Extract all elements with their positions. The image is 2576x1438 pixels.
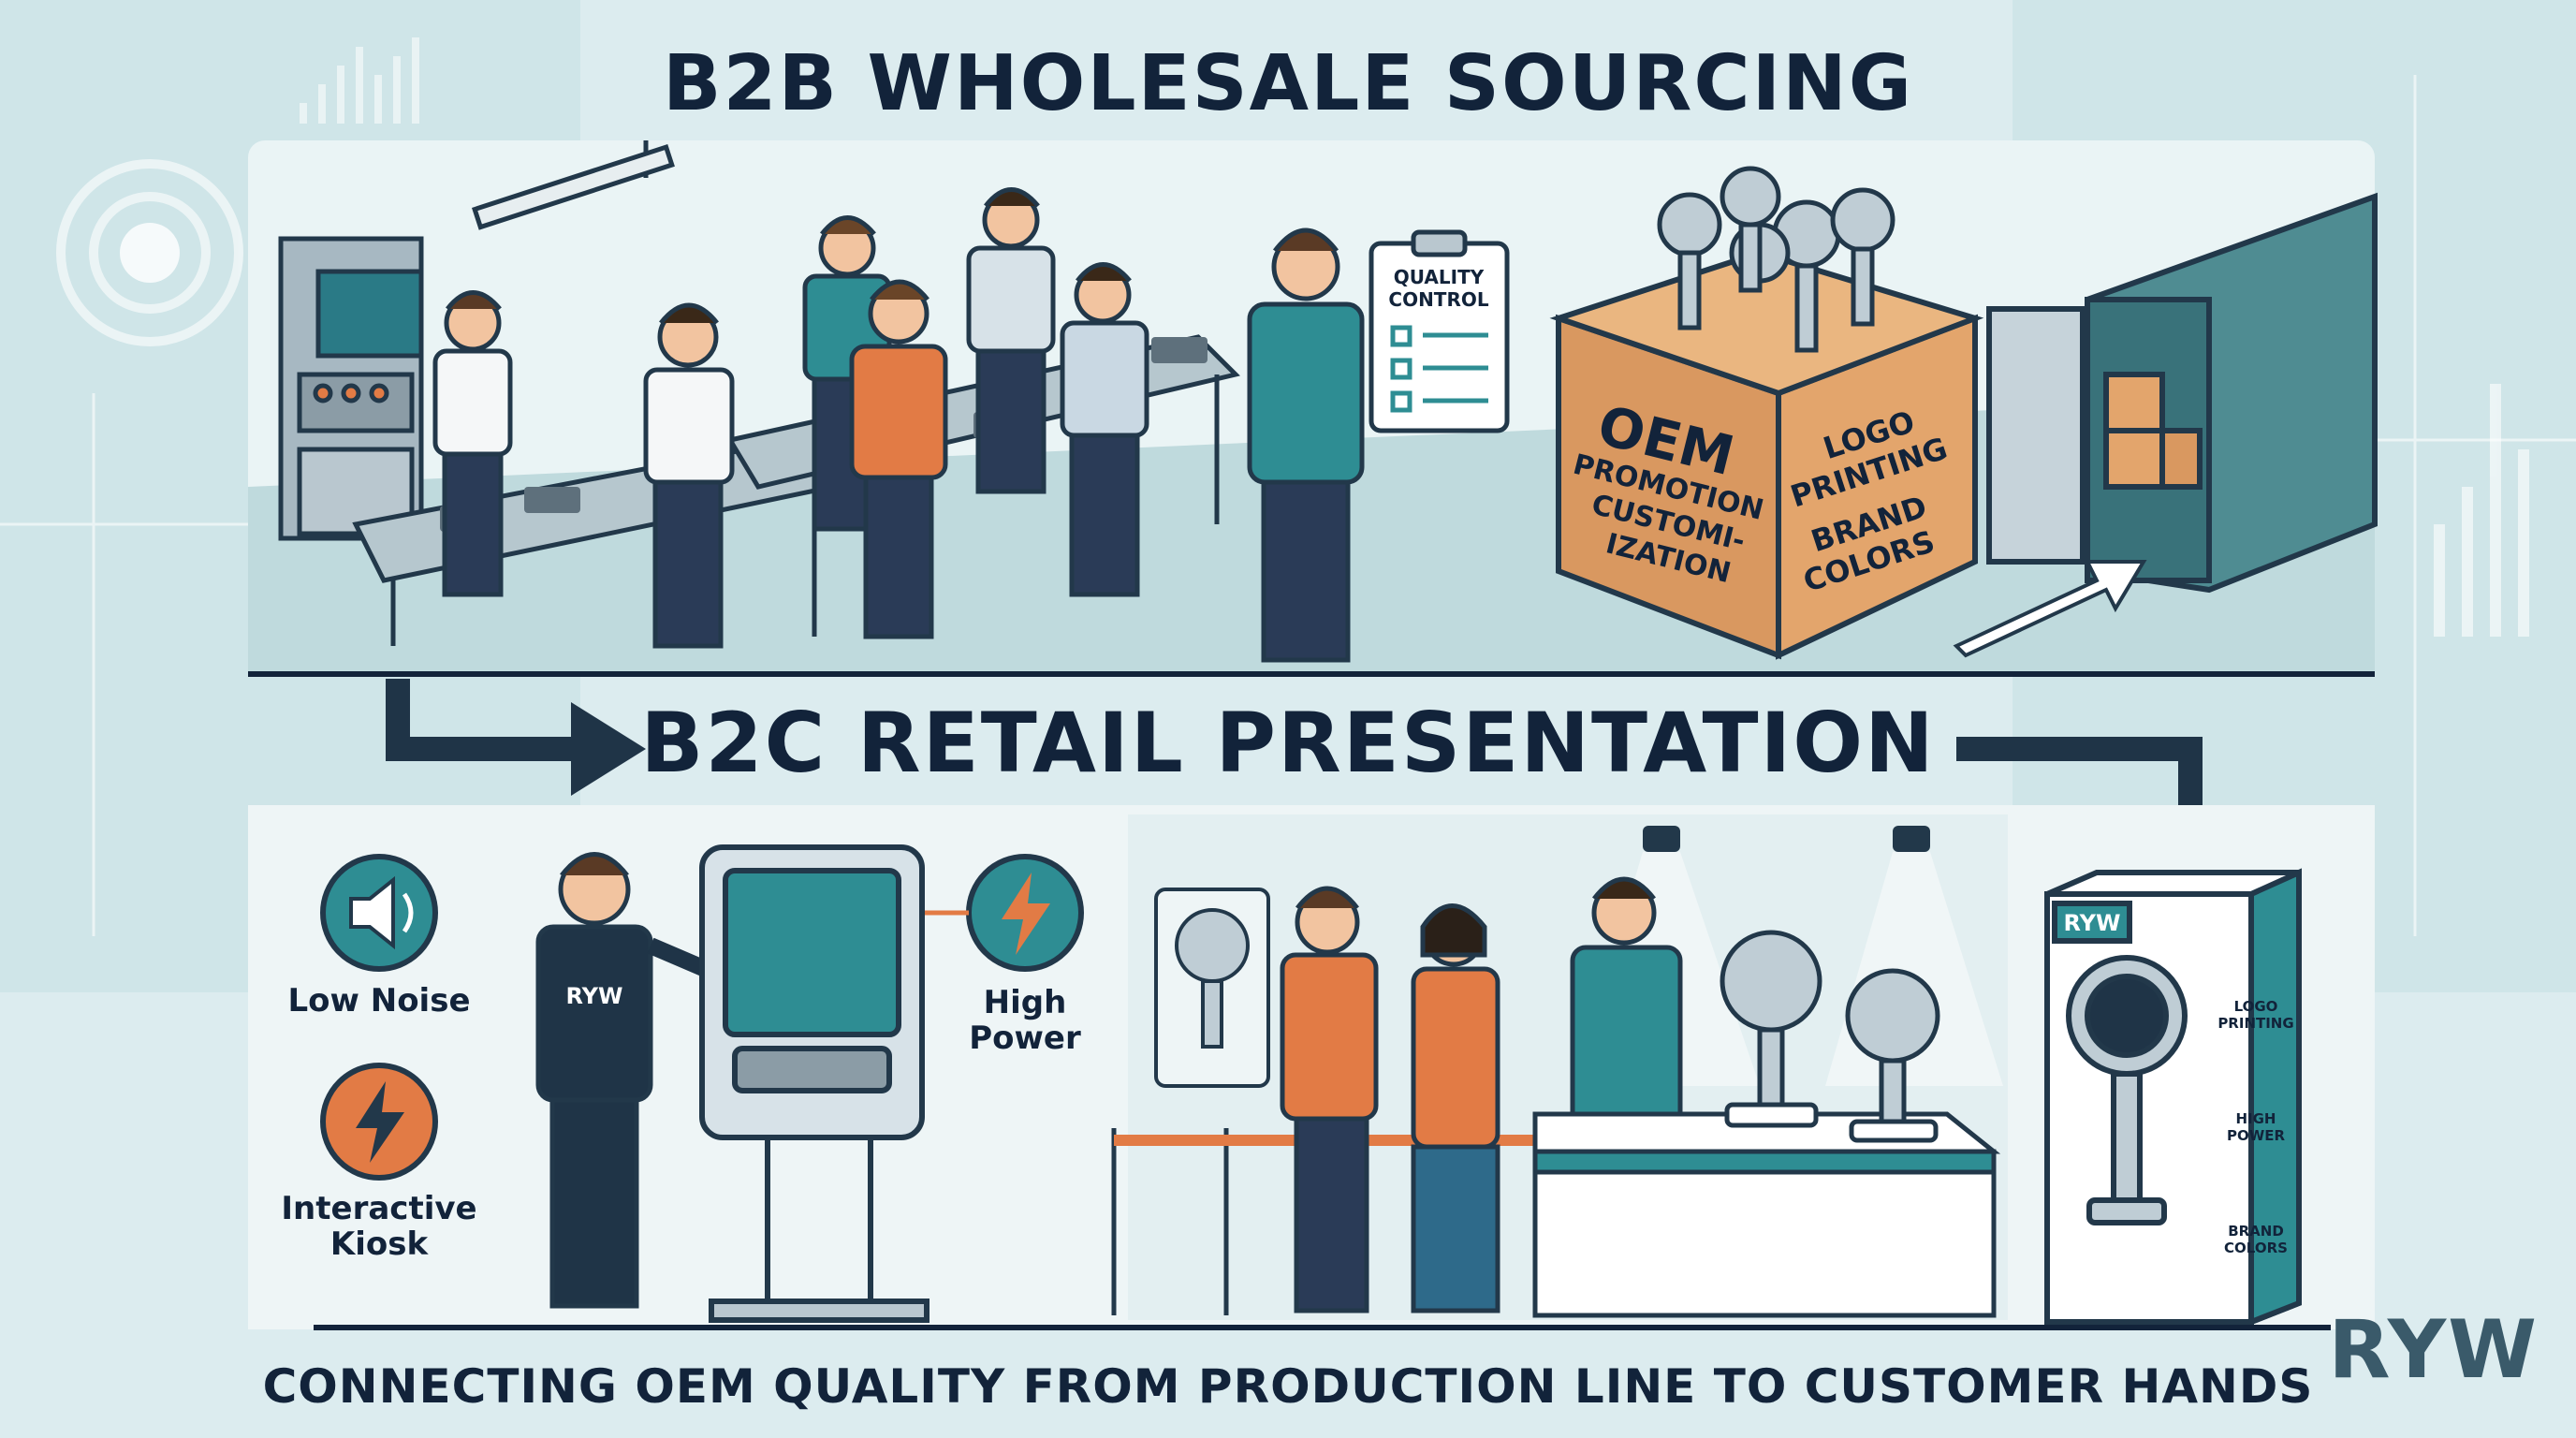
b2c-heading: B2C RETAIL PRESENTATION: [640, 695, 1936, 791]
factory-machine: [278, 236, 424, 541]
display-fans: [1720, 930, 1940, 1143]
high-power-label: High Power: [969, 984, 1081, 1057]
fans-on-crate: [1657, 166, 1895, 353]
flow-arrow-left: [386, 679, 580, 761]
footer-tagline: CONNECTING OEM QUALITY FROM PRODUCTION L…: [262, 1359, 2314, 1414]
factory-workers: [432, 187, 1365, 663]
store-staff: [535, 852, 720, 1309]
deco-bars-right: [2434, 384, 2529, 637]
interactive-kiosk-icon: [320, 1063, 438, 1181]
staff-shirt-logo: RYW: [565, 983, 622, 1009]
low-noise-icon: [320, 854, 438, 972]
interactive-kiosk-label: Interactive Kiosk: [281, 1190, 477, 1263]
clipboard-title-2: CONTROL: [1388, 288, 1488, 311]
deco-bars-left: [300, 37, 419, 124]
high-power-icon: [966, 854, 1084, 972]
low-noise-label: Low Noise: [287, 982, 471, 1020]
display-counter: [1532, 1111, 2001, 1318]
b2b-heading: B2B WHOLESALE SOURCING: [662, 39, 1914, 128]
deco-circles: [56, 159, 243, 346]
flow-arrow-right: [1956, 737, 2203, 824]
clipboard-title-1: QUALITY: [1394, 266, 1485, 288]
retail-product-box: [2044, 868, 2302, 1327]
quality-control-clipboard: [1368, 229, 1510, 433]
brand-logo: RYW: [2328, 1303, 2539, 1397]
retail-box-brand: RYW: [2063, 910, 2120, 936]
interactive-kiosk: [699, 844, 929, 1323]
shipping-container: [1986, 192, 2378, 594]
